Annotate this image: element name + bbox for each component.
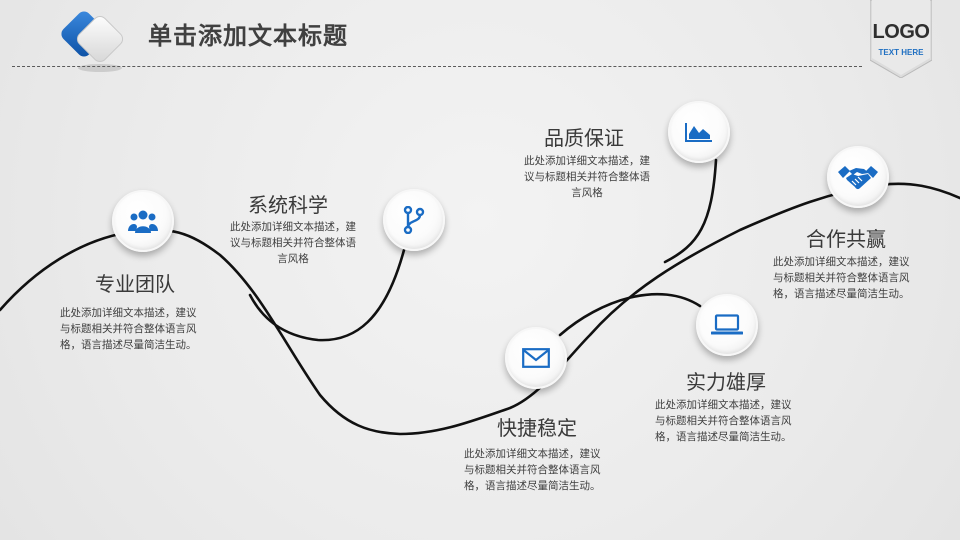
feature-title-quality: 品质保证 xyxy=(544,126,624,150)
mail-icon xyxy=(522,348,550,368)
laptop-icon xyxy=(711,314,743,335)
area-chart-icon xyxy=(685,123,712,142)
logo-text: LOGO xyxy=(872,21,930,43)
quality-node[interactable] xyxy=(668,101,730,163)
cooperation-node[interactable] xyxy=(827,146,889,208)
logo-subtext: TEXT HERE xyxy=(878,48,924,57)
feature-desc-strength: 此处添加详细文本描述，建议与标题相关并符合整体语言风格，语言描述尽量简洁生动。 xyxy=(655,399,792,443)
feature-desc-stable: 此处添加详细文本描述，建议与标题相关并符合整体语言风格，语言描述尽量简洁生动。 xyxy=(464,448,601,492)
feature-desc-team: 此处添加详细文本描述，建议与标题相关并符合整体语言风格，语言描述尽量简洁生动。 xyxy=(60,307,197,351)
team-icon xyxy=(128,210,158,233)
feature-title-stable: 快捷稳定 xyxy=(497,416,577,440)
feature-desc-quality: 此处添加详细文本描述，建议与标题相关并符合整体语言风格 xyxy=(524,155,650,199)
team-node[interactable] xyxy=(112,190,174,252)
system-node[interactable] xyxy=(383,189,445,251)
feature-desc-system: 此处添加详细文本描述，建议与标题相关并符合整体语言风格 xyxy=(230,221,356,265)
branch-icon xyxy=(403,206,425,234)
strength-node[interactable] xyxy=(696,294,758,356)
feature-desc-cooperation: 此处添加详细文本描述，建议与标题相关并符合整体语言风格，语言描述尽量简洁生动。 xyxy=(773,256,910,300)
handshake-icon xyxy=(838,166,878,190)
title-divider xyxy=(12,66,862,67)
logo-badge xyxy=(870,0,932,78)
feature-title-system: 系统科学 xyxy=(248,193,328,217)
title-diamond-icon xyxy=(61,11,124,72)
page-title: 单击添加文本标题 xyxy=(148,22,348,50)
feature-title-strength: 实力雄厚 xyxy=(686,370,766,394)
stable-node[interactable] xyxy=(505,327,567,389)
feature-title-team: 专业团队 xyxy=(95,272,175,296)
feature-title-cooperation: 合作共赢 xyxy=(806,227,886,251)
